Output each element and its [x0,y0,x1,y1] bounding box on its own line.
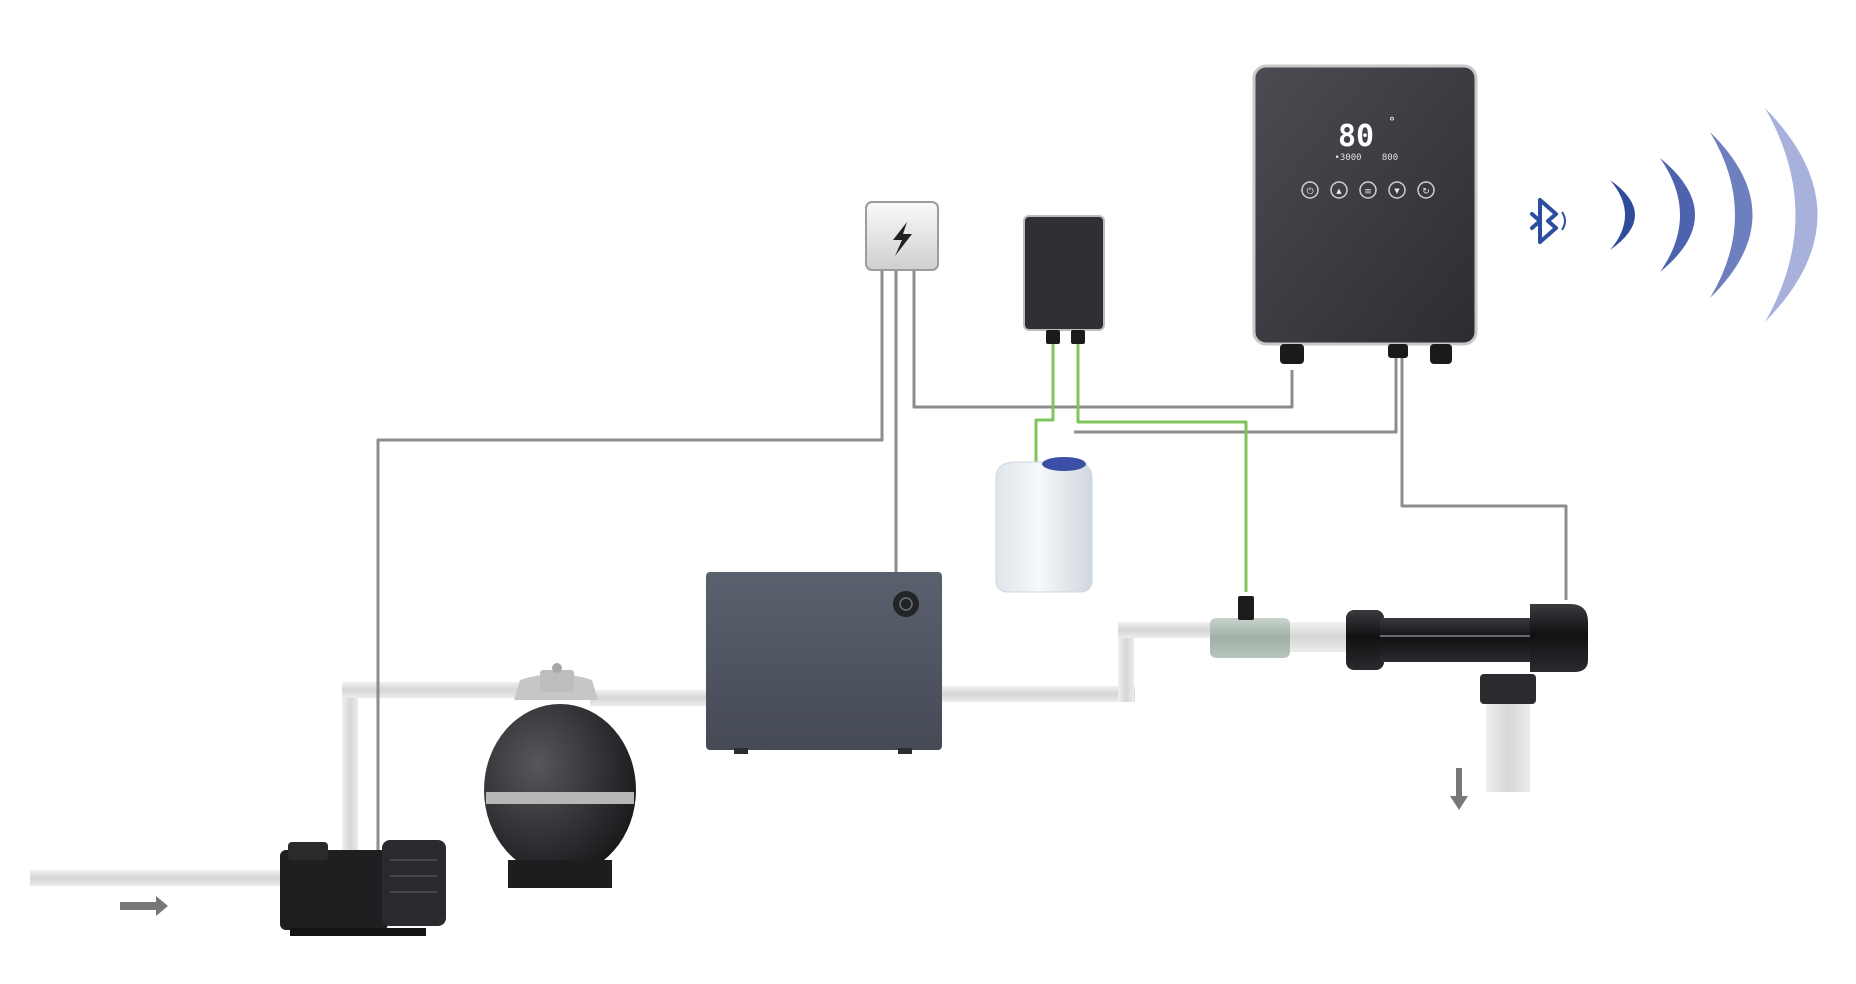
display-sub-left: •3000 [1334,153,1361,163]
filter-band [486,792,634,804]
uv-outlet-collar [1480,674,1536,704]
signal-wave-4 [1765,108,1818,322]
lightning-bolt-icon [893,222,912,256]
heat-pump-badge-icon [893,591,919,617]
riser-pipe [1118,622,1134,702]
filter-base [508,860,612,888]
arrow-down-icon [1450,768,1468,810]
wire-power-pump [376,268,884,865]
main-controller: 80 ° •3000 800 ⏻ ▲ ≡ ▼ ↻ [1252,64,1478,364]
outlet-pipe [1486,700,1530,792]
probe-sensor [1210,596,1350,658]
down-button[interactable] [1388,181,1406,199]
probe-connector-left [1046,330,1060,344]
probe-connector-right [1071,330,1085,344]
bluetooth-icon [1530,198,1558,244]
display-sub-right: 800 [1382,153,1398,163]
mode-button[interactable] [1417,181,1435,199]
display-temperature: 80 [1338,119,1374,154]
uv-end-cap-left [1346,610,1384,670]
wire-controller-bus [1074,358,1398,434]
signal-wave-2 [1660,158,1695,272]
controller-buttons: ⏻ ▲ ≡ ▼ ↻ [1301,181,1435,199]
wire-probe-sensor [1076,340,1248,592]
down-icon: ▼ [1394,187,1400,195]
filter-heatpump-pipe [590,690,710,706]
arrow-right-icon [120,896,168,916]
uv-end-cap-right [1530,604,1588,672]
power-button[interactable] [1301,181,1319,199]
menu-icon: ≡ [1364,187,1372,197]
wire-controller-uv [1400,358,1568,600]
wire-power-controller [912,268,1294,409]
pump-filter-pipe [342,682,558,698]
pump-lid [288,842,328,860]
uv-sterilizer [1346,604,1588,704]
bluetooth-signal [1530,108,1818,322]
pump-riser-pipe [342,682,358,864]
signal-wave-3 [1710,132,1753,298]
sensor-run-pipe [1118,622,1228,638]
controller-display: 80 ° •3000 800 [1334,115,1398,163]
sand-filter [484,663,636,888]
wiring [376,268,1568,865]
up-icon: ▲ [1336,187,1342,195]
pool-pump [280,840,446,936]
heat-pump-foot-left [734,748,748,754]
up-button[interactable] [1330,181,1348,199]
chemical-tank [995,457,1093,593]
tank-cap [1042,457,1086,471]
mode-icon: ↻ [1422,187,1430,197]
signal-wave-1 [1610,180,1635,250]
heat-pump [706,572,942,754]
pump-base [290,928,426,936]
flow-arrows [120,768,1468,916]
inflow-pipe [30,870,280,886]
power-icon: ⏻ [1306,186,1313,197]
menu-button[interactable] [1359,181,1377,199]
heatpump-sensor-pipe [935,686,1135,702]
bluetooth-small-wave-icon [1561,211,1566,231]
display-unit: ° [1388,115,1395,129]
pump-motor [382,840,446,926]
sensor-plug [1238,596,1254,620]
heat-pump-foot-right [898,748,912,754]
power-supply-box [865,201,939,271]
cable-gland-left [1280,344,1304,364]
cable-gland-right [1430,344,1452,364]
wire-probe-tank [1034,340,1055,465]
filter-valve [540,670,574,692]
pipe-network [30,622,1530,886]
cable-gland-middle [1388,344,1408,358]
probe-module [1023,215,1105,344]
